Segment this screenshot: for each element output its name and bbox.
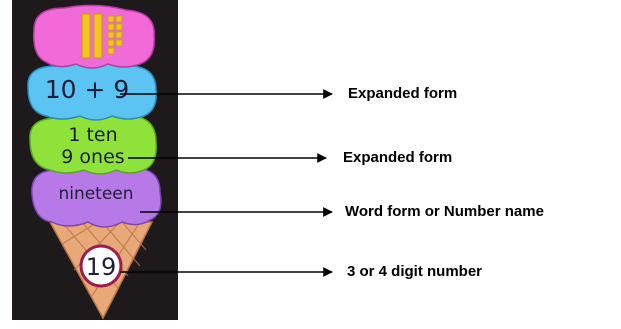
- label-digit-number: 3 or 4 digit number: [347, 263, 483, 280]
- number-badge: [79, 244, 123, 288]
- label-expanded-form-1: Expanded form: [348, 85, 458, 102]
- cone-number: 19: [86, 253, 117, 281]
- expanded-sum-text: 10 + 9: [45, 75, 130, 104]
- ten-frame-blocks: [81, 13, 123, 59]
- purple-scoop: nineteen: [31, 162, 162, 228]
- green-line1: 1 ten: [68, 124, 117, 146]
- word-form-text: nineteen: [58, 184, 133, 204]
- green-scoop: 1 ten 9 ones: [29, 110, 157, 175]
- label-expanded-form-2: Expanded form: [343, 149, 453, 166]
- green-line2: 9 ones: [61, 146, 124, 168]
- label-word-form: Word form or Number name: [345, 203, 544, 220]
- pink-scoop: [33, 4, 155, 69]
- cone: 19: [48, 221, 154, 320]
- blue-scoop: 10 + 9: [27, 60, 157, 121]
